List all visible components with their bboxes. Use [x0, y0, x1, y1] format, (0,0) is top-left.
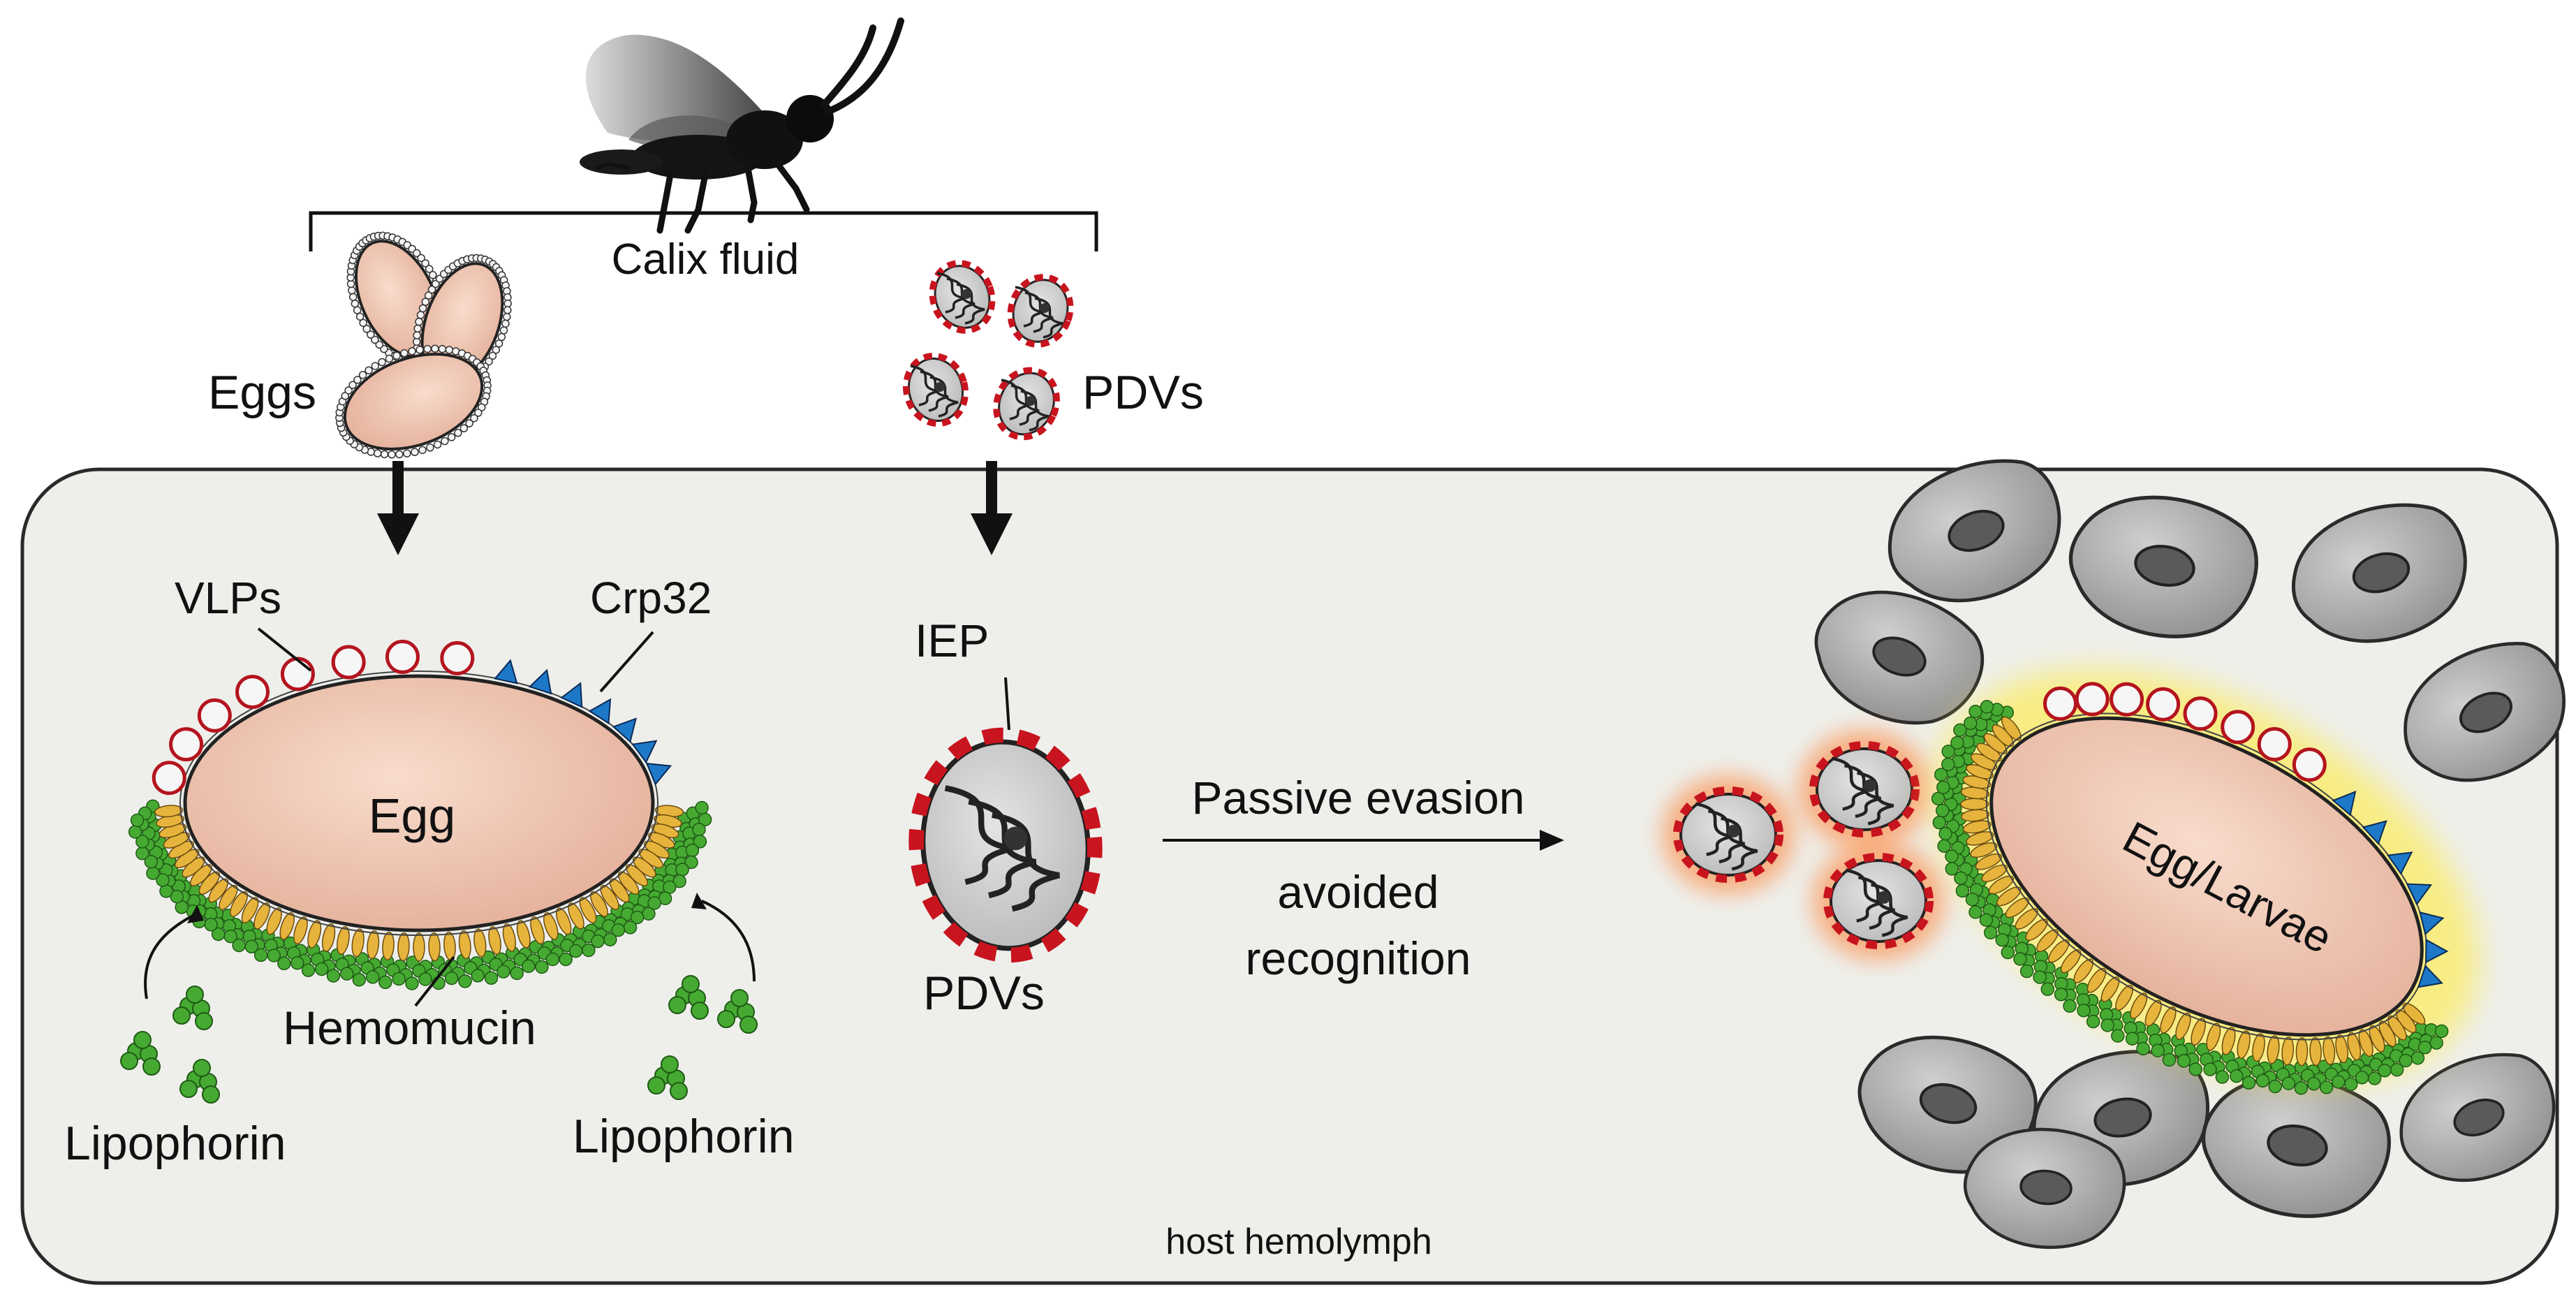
vlps-label: VLPs — [175, 573, 281, 623]
hemocyte — [2399, 1053, 2556, 1182]
pdv-particle — [929, 260, 996, 334]
eggs-cluster — [335, 231, 512, 459]
lipophorin-cluster — [717, 989, 758, 1034]
lipophorin-left-arrowhead — [187, 905, 204, 923]
hemomucin-leader — [414, 955, 455, 1007]
lipophorin-cluster — [647, 1055, 688, 1100]
pdv-particle — [1007, 274, 1074, 348]
egg-small — [335, 344, 492, 459]
calix-bracket — [309, 211, 1098, 251]
lipophorin-right-label: Lipophorin — [573, 1110, 795, 1163]
host-hemolymph-label: host hemolymph — [1165, 1222, 1432, 1262]
pdvs-inner-label: PDVs — [923, 967, 1045, 1020]
lipophorin-left-label: Lipophorin — [64, 1117, 286, 1170]
crp32-label: Crp32 — [590, 573, 712, 623]
hemocyte — [1814, 590, 1985, 725]
recognition-label: recognition — [1246, 932, 1471, 984]
iep-label: IEP — [915, 615, 989, 666]
hemocytes — [1814, 459, 2566, 1250]
pdvs-evading — [1662, 730, 1945, 960]
pdv-particle — [1672, 786, 1784, 884]
hemocyte — [2068, 495, 2258, 638]
pdvs-down-arrow — [971, 461, 1013, 555]
lipophorin-cluster — [120, 1031, 161, 1076]
lipophorin-right-arrow — [701, 900, 756, 982]
evasion-arrowhead — [1540, 830, 1564, 851]
wasp-illustration — [580, 17, 904, 234]
lipophorin-clusters — [120, 975, 758, 1104]
pdvs-cluster — [902, 260, 1074, 441]
pdvs-top-label: PDVs — [1082, 366, 1204, 419]
hemocyte — [2404, 642, 2566, 782]
iep-leader — [1004, 677, 1010, 731]
lipophorin-left-arrow — [144, 914, 195, 999]
pdv-particle — [1809, 740, 1920, 838]
crp32-leader — [599, 631, 654, 693]
hemocyte — [1887, 459, 2061, 603]
egg-with-coat — [128, 639, 712, 990]
avoided-label: avoided — [1277, 866, 1438, 918]
lipophorin-cluster — [172, 986, 213, 1030]
eggs-down-arrow — [377, 461, 419, 555]
vlps-leader — [257, 627, 312, 672]
eggs-label: Eggs — [208, 366, 316, 419]
hemocyte — [2291, 503, 2467, 643]
hemocyte — [2201, 1075, 2391, 1218]
pdv-particle — [902, 352, 969, 427]
hemocyte — [1857, 1035, 2038, 1174]
lipophorin-cluster — [668, 975, 709, 1020]
pdv-particle — [908, 727, 1103, 963]
lipophorin-right-arrowhead — [691, 893, 707, 909]
lipophorin-cluster — [179, 1059, 220, 1104]
hemocyte — [1963, 1127, 2126, 1250]
pdv-particle-large — [908, 727, 1103, 963]
egg-larvae-with-coat — [1931, 670, 2478, 1095]
passive-evasion-label: Passive evasion — [1192, 772, 1525, 823]
pdv-particle — [993, 367, 1060, 441]
pdv-particle — [1823, 852, 1934, 950]
calix-fluid-label: Calix fluid — [612, 235, 800, 284]
hemomucin-label: Hemomucin — [283, 1002, 536, 1055]
egg-label: Egg — [369, 789, 456, 843]
